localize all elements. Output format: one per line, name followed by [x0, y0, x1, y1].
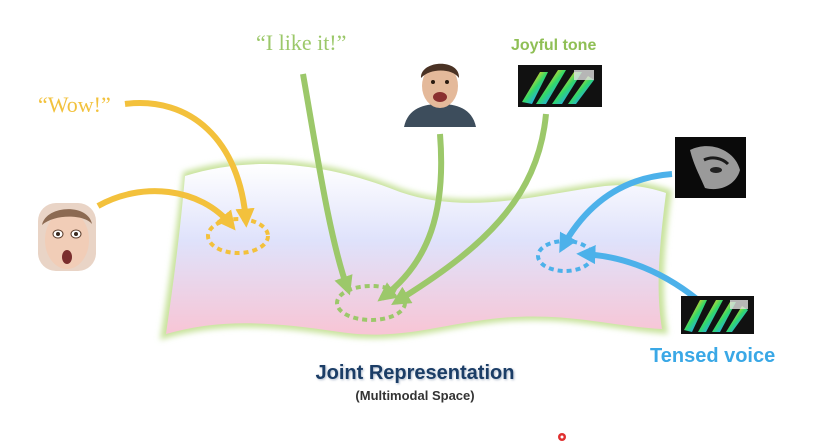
multimodal-space-subtitle: (Multimodal Space): [355, 388, 475, 403]
wow-quote-label: “Wow!”: [38, 92, 111, 117]
excited-man-face-icon: [402, 58, 478, 127]
tensed-voice-label: Tensed voice: [650, 345, 776, 367]
arrow-man-to-space: [377, 133, 445, 302]
pointer-marker: [558, 433, 566, 441]
arrow-joyful-to-space: [391, 113, 549, 306]
joint-surface: [160, 160, 672, 340]
arrow-wow-to-space: [124, 100, 255, 228]
joint-representation-title: Joint Representation: [315, 362, 515, 384]
arrow-woman-to-space: [96, 188, 236, 231]
like-quote-label: “I like it!”: [256, 30, 347, 55]
arrow-tensedvoice-to-space: [576, 244, 700, 303]
joyful-tone-label: Joyful tone: [511, 37, 597, 54]
spectrogram-icon: [518, 65, 602, 107]
spectrogram-icon: [681, 296, 754, 334]
surprised-woman-face-icon: [38, 203, 96, 271]
arrow-like-to-space: [300, 73, 353, 296]
arrow-tenseface-to-space: [559, 171, 673, 254]
tense-face-photo-icon: [675, 137, 746, 198]
